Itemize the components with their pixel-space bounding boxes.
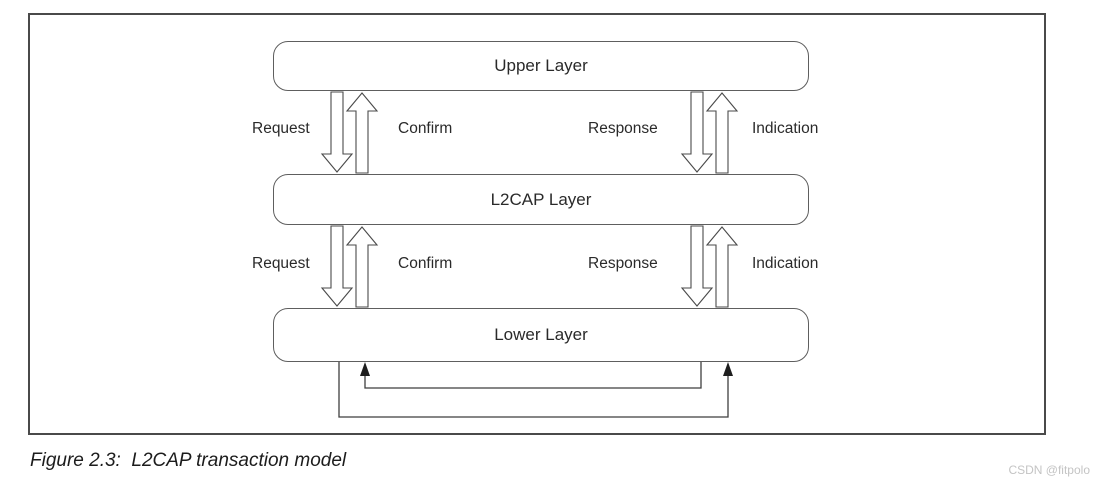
figure-caption: Figure 2.3: L2CAP transaction model xyxy=(30,450,347,471)
response-label-lower: Response xyxy=(588,255,658,272)
confirm-label-lower: Confirm xyxy=(398,255,453,272)
lower-layer-label: Lower Layer xyxy=(494,325,588,344)
lower-layer-box: Lower Layer xyxy=(273,308,809,362)
upper-layer-box: Upper Layer xyxy=(273,41,809,91)
l2cap-layer-label: L2CAP Layer xyxy=(490,189,592,209)
response-label-upper: Response xyxy=(588,120,658,137)
inner-loopback-line xyxy=(364,362,702,389)
indication-up-arrow-lower xyxy=(705,226,739,308)
request-label-upper: Request xyxy=(252,120,310,137)
request-down-arrow-upper xyxy=(320,91,354,173)
l2cap-layer-box: L2CAP Layer xyxy=(273,174,809,225)
request-label-lower: Request xyxy=(252,255,310,272)
outer-loopback-arrowhead xyxy=(723,362,733,376)
indication-label-upper: Indication xyxy=(752,120,819,137)
confirm-label-upper: Confirm xyxy=(398,120,453,137)
outer-loopback-line xyxy=(338,362,729,418)
response-down-arrow-upper xyxy=(680,91,714,173)
upper-layer-label: Upper Layer xyxy=(494,56,588,75)
watermark-text: CSDN @fitpolo xyxy=(1008,463,1090,477)
confirm-up-arrow-upper xyxy=(345,92,379,174)
confirm-up-arrow-lower xyxy=(345,226,379,308)
request-down-arrow-lower xyxy=(320,225,354,307)
response-down-arrow-lower xyxy=(680,225,714,307)
inner-loopback-arrowhead xyxy=(360,362,370,376)
indication-label-lower: Indication xyxy=(752,255,819,272)
indication-up-arrow-upper xyxy=(705,92,739,174)
